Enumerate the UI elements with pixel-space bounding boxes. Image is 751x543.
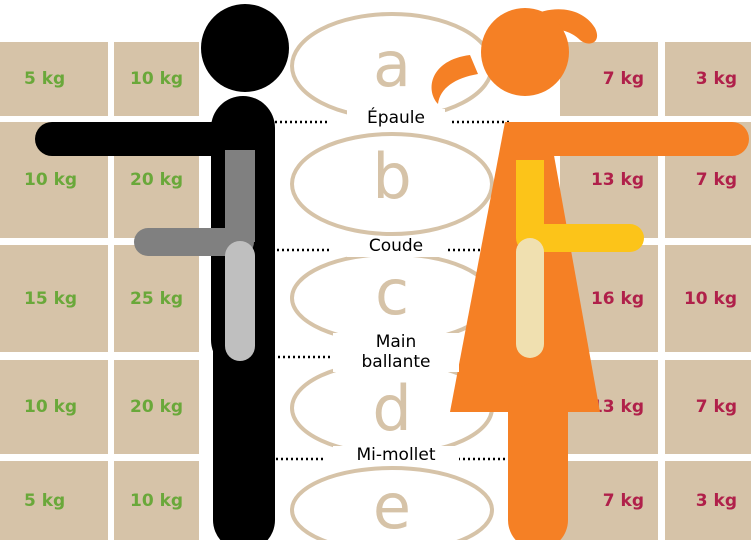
male-weight-cell: 10 kg xyxy=(0,122,108,238)
shoulder-label: Épaule xyxy=(347,108,445,129)
female-weight-value: 16 kg xyxy=(590,288,644,309)
zone-letter-a: a xyxy=(373,28,411,101)
female-weight-cell: 3 kg xyxy=(665,461,751,540)
male-weight-value: 10 kg xyxy=(130,490,184,511)
female-weight-cell: 10 kg xyxy=(665,245,751,352)
hand-label-line1: Main xyxy=(375,332,417,352)
elbow-label: Coude xyxy=(347,236,445,257)
male-weight-value: 10 kg xyxy=(24,397,78,417)
hand-label-line2: ballante xyxy=(361,351,431,372)
calf-label: Mi-mollet xyxy=(333,445,459,466)
female-weight-value: 3 kg xyxy=(695,490,737,511)
female-weight-cell: 7 kg xyxy=(665,360,751,454)
male-weight-value: 5 kg xyxy=(24,490,66,511)
female-weight-value: 3 kg xyxy=(695,69,737,89)
male-weight-cell: 5 kg xyxy=(0,42,108,116)
female-weight-value: 7 kg xyxy=(602,490,644,511)
zone-letter-c: c xyxy=(374,256,410,329)
male-weight-cell: 10 kg xyxy=(0,360,108,454)
male-weight-cell: 10 kg xyxy=(114,42,199,116)
male-weight-value: 20 kg xyxy=(130,397,184,417)
female-head xyxy=(481,8,569,96)
female-weight-value: 7 kg xyxy=(695,397,737,417)
female-weight-value: 13 kg xyxy=(590,397,644,417)
female-weight-value: 13 kg xyxy=(590,170,644,190)
zone-oval-b xyxy=(290,132,494,236)
male-weight-cell: 10 kg xyxy=(114,461,199,540)
male-weight-cell: 5 kg xyxy=(0,461,108,540)
female-weight-value: 7 kg xyxy=(602,69,644,89)
female-figure xyxy=(431,8,749,540)
female-weight-cell: 3 kg xyxy=(665,42,751,116)
male-weight-value: 25 kg xyxy=(130,288,184,309)
male-weight-cell: 20 kg xyxy=(114,360,199,454)
female-weight-value: 7 kg xyxy=(695,170,737,190)
female-hair-tail xyxy=(431,55,478,104)
female-weight-cell: 7 kg xyxy=(560,461,658,540)
zone-letter-d: d xyxy=(372,372,412,445)
female-weight-cell: 7 kg xyxy=(560,42,658,116)
male-weight-value: 5 kg xyxy=(24,69,66,89)
male-weight-value: 10 kg xyxy=(24,170,78,190)
male-figure xyxy=(35,4,289,540)
male-weight-cell: 15 kg xyxy=(0,245,108,352)
male-weight-cell: 25 kg xyxy=(114,245,199,352)
zone-letter-e: e xyxy=(372,470,412,543)
male-head xyxy=(201,4,289,92)
zone-letter-b: b xyxy=(372,140,412,213)
zone-oval-e xyxy=(290,466,494,540)
male-weight-value: 20 kg xyxy=(130,170,184,190)
male-weight-value: 15 kg xyxy=(24,288,78,309)
hand-label: Main ballante xyxy=(333,332,459,373)
male-weight-value: 10 kg xyxy=(130,69,184,89)
female-weight-value: 10 kg xyxy=(683,288,737,309)
